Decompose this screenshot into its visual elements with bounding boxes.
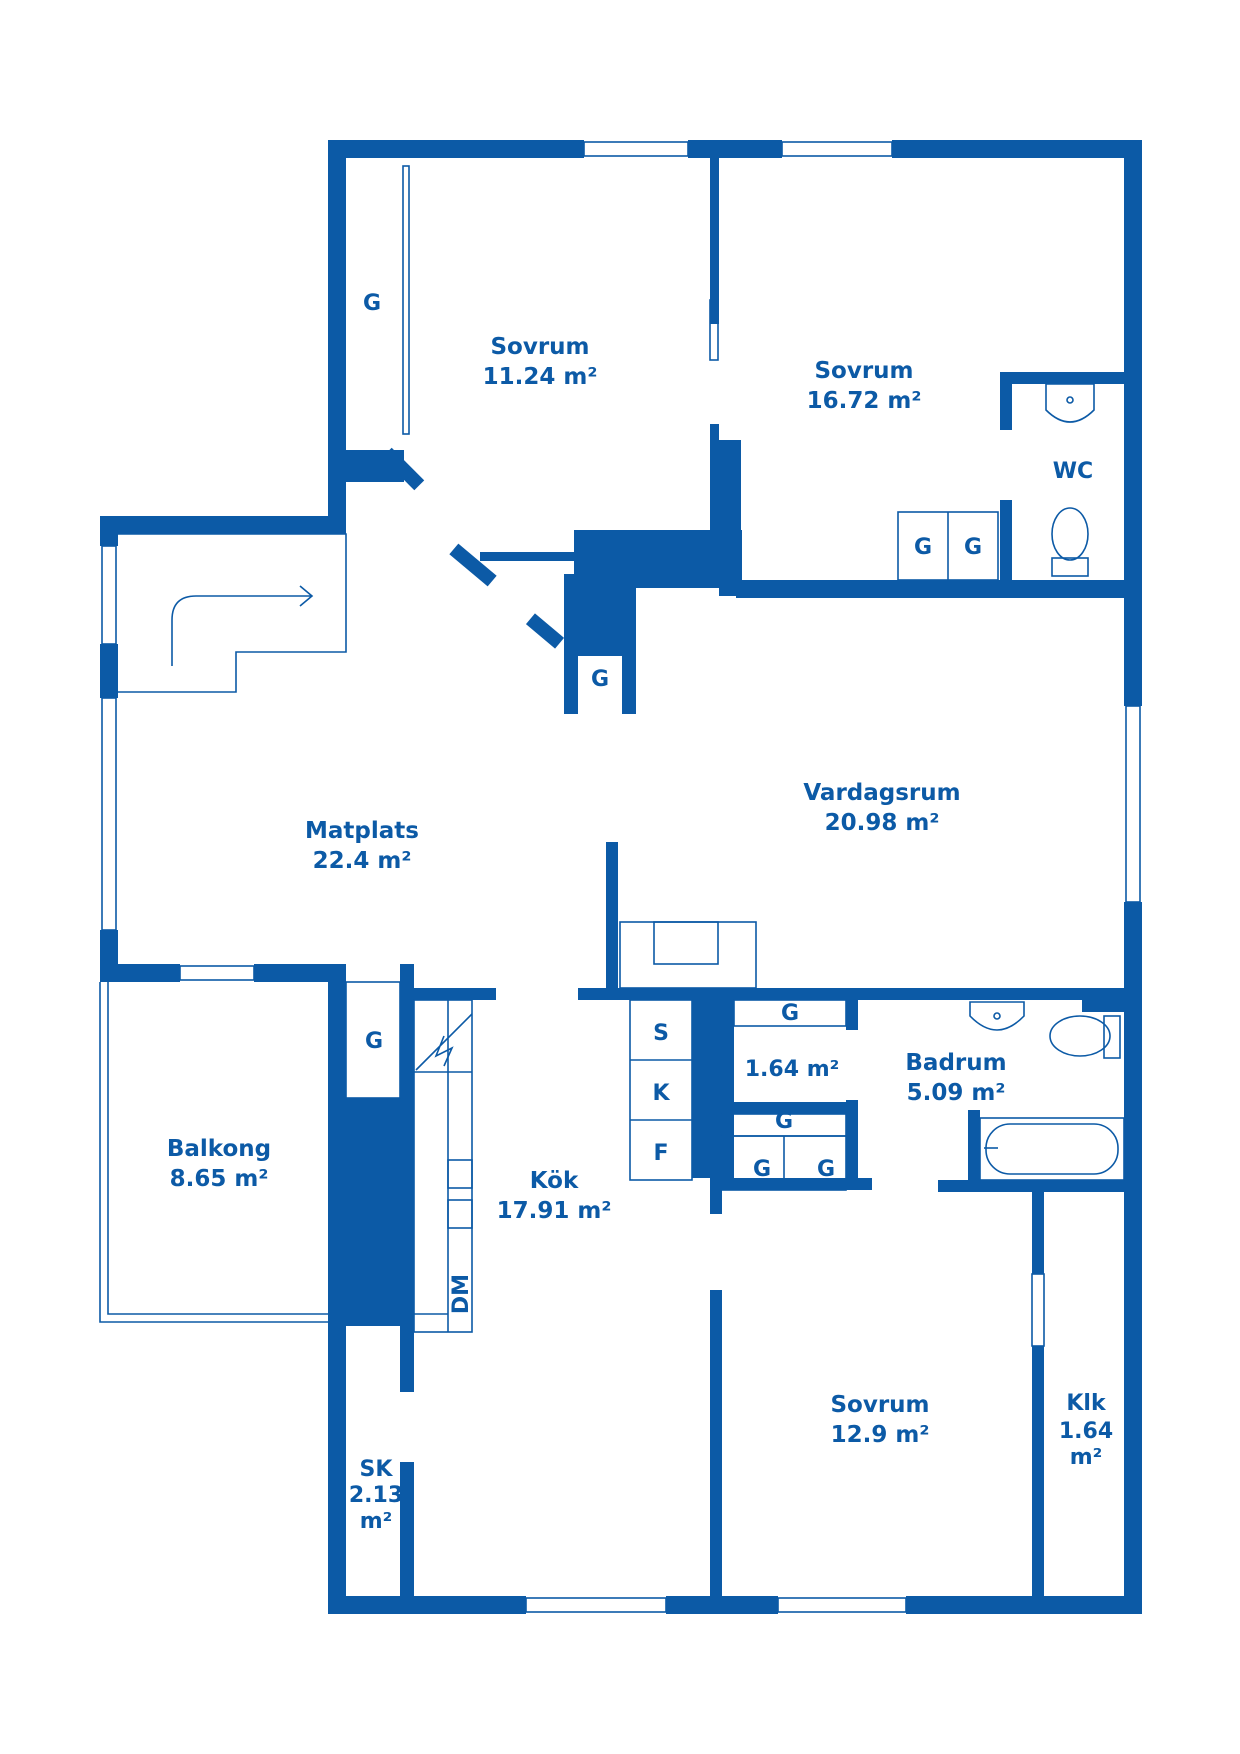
room-storage-area: 1.64 m² xyxy=(745,1057,840,1082)
room-klk-name: Klk xyxy=(1066,1391,1107,1416)
room-balkong-name: Balkong xyxy=(167,1136,271,1162)
marker-g: G xyxy=(964,535,982,560)
room-badrum-name: Badrum xyxy=(905,1050,1006,1076)
stairs-arrow-icon xyxy=(171,585,314,666)
marker-s: S xyxy=(653,1021,669,1046)
room-sovrum-2-name: Sovrum xyxy=(814,358,913,384)
marker-g: G xyxy=(775,1109,793,1134)
wash-basin-icon xyxy=(1045,383,1095,423)
room-wc-name: WC xyxy=(1053,459,1093,484)
marker-g: G xyxy=(591,667,609,692)
marker-dm: DM xyxy=(449,1274,474,1314)
marker-g: G xyxy=(914,535,932,560)
room-matplats-area: 22.4 m² xyxy=(313,848,412,874)
stove-icon xyxy=(415,1013,473,1071)
windows xyxy=(101,141,1141,1613)
marker-k: K xyxy=(652,1081,670,1106)
room-klk-area-unit: m² xyxy=(1070,1445,1103,1470)
toilet-icon-bathroom xyxy=(1049,1015,1121,1059)
cabinet-markers: G G G G G G G G G S K F DM xyxy=(363,291,982,1314)
fixtures xyxy=(99,165,1125,1347)
wash-basin-icon-bathroom xyxy=(969,1001,1025,1031)
room-vardagsrum-area: 20.98 m² xyxy=(825,810,940,836)
room-kok-name: Kök xyxy=(530,1168,579,1194)
room-badrum-area: 5.09 m² xyxy=(907,1080,1006,1106)
marker-g: G xyxy=(363,291,381,316)
room-matplats-name: Matplats xyxy=(305,818,419,844)
room-vardagsrum-name: Vardagsrum xyxy=(803,780,960,806)
room-kok-area: 17.91 m² xyxy=(497,1198,612,1224)
toilet-icon xyxy=(1051,507,1089,577)
marker-g: G xyxy=(781,1001,799,1026)
marker-g: G xyxy=(365,1029,383,1054)
room-klk-area-value: 1.64 xyxy=(1059,1419,1113,1444)
room-sovrum-3-name: Sovrum xyxy=(830,1392,929,1418)
room-sovrum-1-name: Sovrum xyxy=(490,334,589,360)
room-sovrum-2-area: 16.72 m² xyxy=(807,388,922,414)
room-balkong-area: 8.65 m² xyxy=(170,1166,269,1192)
marker-g: G xyxy=(753,1157,771,1182)
marker-f: F xyxy=(653,1141,668,1166)
room-sk-area-value: 2.13 xyxy=(349,1483,403,1508)
room-sovrum-1-area: 11.24 m² xyxy=(483,364,598,390)
walls xyxy=(100,140,1142,1614)
room-labels: Sovrum 11.24 m² Sovrum 16.72 m² WC Varda… xyxy=(167,334,1113,1534)
room-sk-area-unit: m² xyxy=(360,1509,393,1534)
bathtub-icon xyxy=(979,1117,1125,1181)
marker-g: G xyxy=(817,1157,835,1182)
room-sk-name: SK xyxy=(360,1457,394,1482)
room-sovrum-3-area: 12.9 m² xyxy=(831,1422,930,1448)
